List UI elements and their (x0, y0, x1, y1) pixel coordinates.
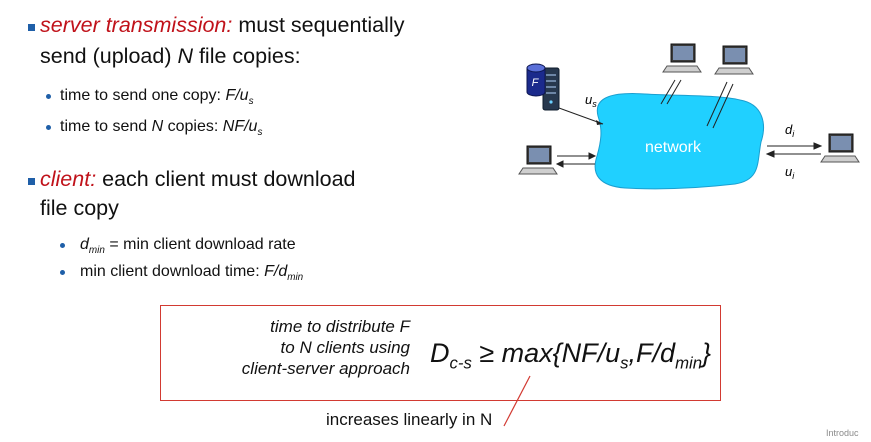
network-label: network (645, 139, 702, 156)
network-cloud (594, 93, 764, 190)
left-client-arrows (555, 152, 597, 168)
note-pointer-line (503, 375, 531, 427)
client-bullet (28, 178, 35, 185)
client-sub-item-2: min client download time: F/dmin (80, 263, 304, 284)
client-heading-line1: client: each client must download (40, 167, 356, 191)
di-label: di (785, 122, 795, 139)
linear-growth-note: increases linearly in N (326, 410, 493, 429)
client-sub-bullet-2 (60, 270, 65, 275)
server-heading-line1: server transmission: must sequentially (40, 13, 405, 37)
distribution-time-formula: Dc-s ≥ max{NF/us,F/dmin} (430, 338, 712, 373)
server-bullet (28, 24, 35, 31)
server-uplink-arrow (558, 107, 604, 125)
us-label: us (585, 92, 597, 109)
ui-label: ui (785, 164, 795, 181)
server-sub-item-2: time to send N copies: NF/us (60, 118, 263, 139)
server-transmission-label: server transmission: (40, 13, 233, 37)
formula-box (160, 305, 721, 401)
client-computer-icon-top-right (714, 45, 754, 75)
file-cylinder-icon: F (526, 63, 546, 97)
client-computer-icon-top-left (662, 43, 702, 73)
top-left-client-arrows (660, 79, 682, 105)
client-sub-bullet-1 (60, 243, 65, 248)
right-client-arrows (765, 142, 823, 158)
footer-label: Introduc (826, 428, 859, 438)
server-sub-bullet-1 (46, 94, 51, 99)
file-label: F (532, 77, 540, 89)
client-label: client: (40, 167, 97, 191)
formula-caption: time to distribute F to N clients using … (241, 317, 410, 378)
server-sub-bullet-2 (46, 125, 51, 130)
client-heading-line2: file copy (40, 196, 119, 220)
network-diagram: network F us (518, 43, 860, 190)
client-computer-icon-left (518, 145, 558, 175)
server-sub-item-1: time to send one copy: F/us (60, 87, 254, 108)
server-heading-line2: send (upload) N file copies: (40, 44, 301, 68)
client-sub-item-1: dmin = min client download rate (80, 236, 296, 257)
top-right-client-arrows (706, 81, 734, 129)
client-computer-icon-right (820, 133, 860, 163)
